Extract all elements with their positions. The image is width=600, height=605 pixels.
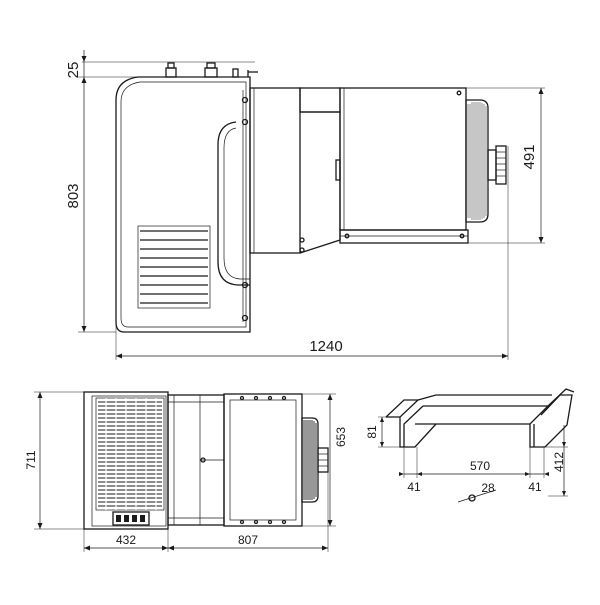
plan-fan-guard: [301, 417, 329, 503]
dim-label-803: 803: [65, 183, 82, 208]
dim-label-432: 432: [116, 533, 136, 547]
dim-plan-depth: 711: [24, 391, 84, 530]
mounting-bracket-view: 81 570 41 41 412: [365, 388, 575, 503]
plan-view: 711 653 432 807: [24, 391, 348, 552]
dim-condenser-height: 491: [466, 87, 545, 244]
dim-label-28: 28: [481, 481, 495, 495]
dim-label-491: 491: [521, 144, 538, 169]
condenser-unit: [339, 87, 469, 244]
dim-hole-diameter: 28: [457, 481, 497, 503]
dim-bracket-span: 570 41 41: [399, 447, 549, 494]
dim-label-412: 412: [552, 452, 566, 472]
dim-label-653: 653: [334, 427, 348, 447]
dim-label-1240: 1240: [309, 338, 342, 355]
plan-evaporator: [83, 391, 169, 530]
plan-duct: [167, 394, 225, 526]
dim-label-807: 807: [238, 533, 258, 547]
wall-duct: [249, 87, 341, 254]
plan-condenser: [223, 393, 303, 527]
dim-bracket-height: 81: [365, 416, 400, 448]
dim-label-570: 570: [470, 459, 490, 473]
dim-label-81: 81: [365, 425, 379, 439]
dim-label-25: 25: [65, 62, 82, 79]
dim-plan-widths: 432 807: [83, 472, 329, 552]
dim-label-711: 711: [24, 450, 38, 469]
condenser-fan-guard: [465, 99, 507, 223]
dim-label-41-left: 41: [407, 480, 421, 494]
bracket-outline: [385, 388, 575, 448]
top-connectors: [165, 62, 258, 78]
dim-plan-body-depth: 653: [302, 393, 348, 527]
dim-overall-height: 25 803: [65, 50, 255, 333]
dim-overall-length: 1240: [115, 146, 509, 360]
dim-bracket-depth: 412: [545, 425, 568, 497]
side-elevation-view: 25 803 491 1240: [65, 50, 545, 360]
evaporator-louvres: [137, 225, 211, 309]
dim-label-41-right: 41: [528, 480, 542, 494]
